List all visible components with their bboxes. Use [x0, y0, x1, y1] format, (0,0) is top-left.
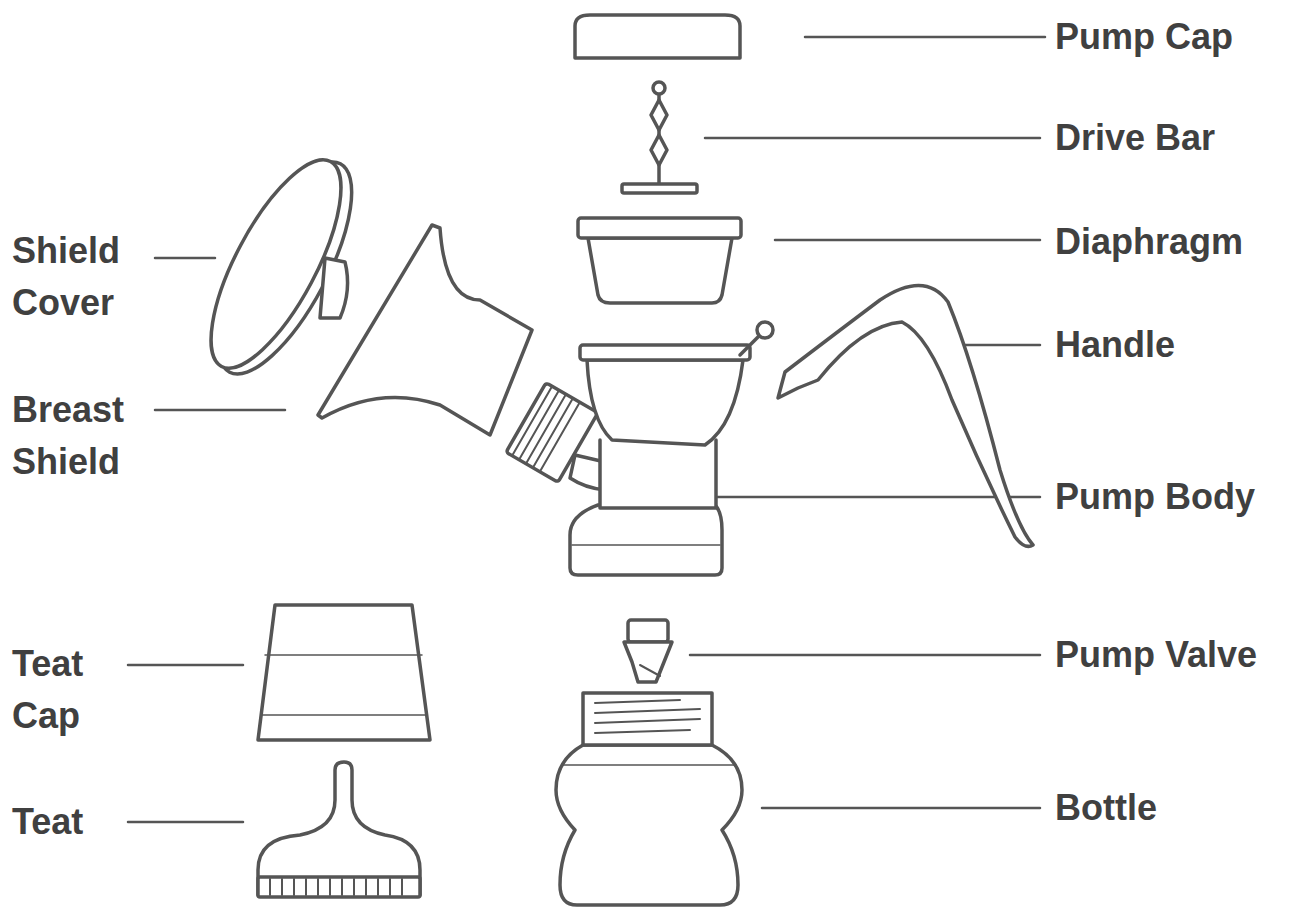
part-label: Bottle — [1055, 782, 1157, 834]
teat-cap — [258, 605, 430, 740]
part-label: Teat — [12, 796, 152, 848]
drive-bar — [622, 82, 697, 193]
part-label: Diaphragm — [1055, 216, 1243, 268]
pump-body — [506, 322, 773, 575]
part-label: Pump Cap — [1055, 11, 1233, 63]
breast-shield — [318, 225, 532, 435]
part-label: Breast Shield — [12, 384, 152, 488]
part-label: Drive Bar — [1055, 112, 1215, 164]
bottle — [556, 693, 742, 905]
part-label: Teat Cap — [12, 638, 152, 742]
shield-cover — [186, 143, 377, 392]
part-label: Pump Valve — [1055, 629, 1257, 681]
teat — [258, 762, 420, 897]
part-label: Handle — [1055, 319, 1175, 371]
leader-lines — [128, 37, 1045, 822]
pump-valve — [624, 620, 672, 682]
diaphragm — [578, 218, 741, 303]
part-label: Shield Cover — [12, 225, 152, 329]
handle — [778, 285, 1033, 546]
part-label: Pump Body — [1055, 471, 1255, 523]
pump-cap — [575, 15, 740, 58]
